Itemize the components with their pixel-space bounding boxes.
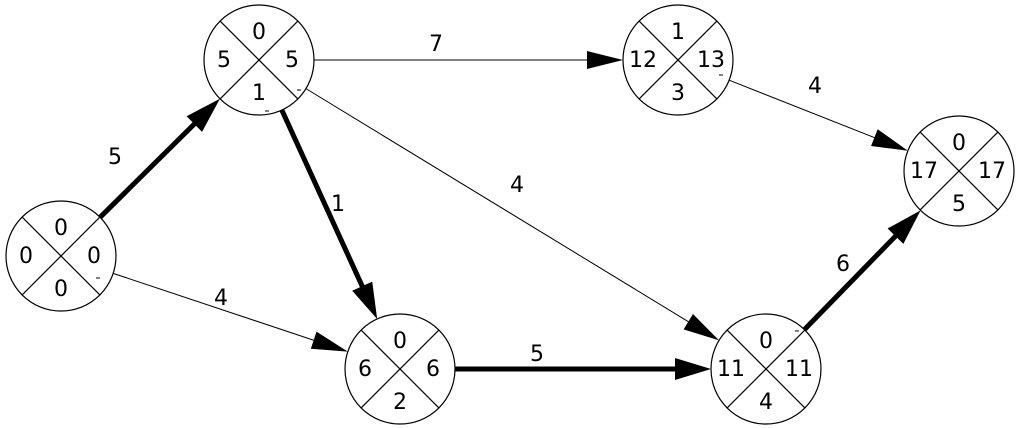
- arrowhead-icon: [310, 331, 348, 352]
- node-divider: [21, 216, 101, 296]
- activity-e1-2: 5: [98, 98, 220, 220]
- activity-duration-label: 4: [214, 286, 228, 311]
- node-value-right: 13: [697, 48, 725, 73]
- critical-arrow-line: [802, 232, 899, 332]
- node-value-top: 0: [393, 329, 407, 354]
- arrow-line: [113, 272, 316, 342]
- activity-e1-4: 4: [113, 272, 348, 352]
- node-value-bottom: 4: [759, 390, 773, 415]
- activity-e2-3: 7: [314, 32, 623, 69]
- arrowhead-icon: [871, 129, 908, 151]
- node-value-left: 0: [19, 244, 33, 269]
- node-value-top: 0: [252, 20, 266, 45]
- node-value-right: 0: [87, 244, 101, 269]
- activity-e2-4: 1: [279, 108, 378, 319]
- event-node-n4: 06 62: [344, 313, 456, 425]
- node-divider: [638, 20, 718, 100]
- node-value-left: 12: [629, 48, 657, 73]
- activity-duration-label: 7: [429, 32, 443, 57]
- node-value-left: 11: [717, 357, 745, 382]
- node-divider: [919, 131, 999, 211]
- activity-duration-label: 1: [331, 192, 345, 217]
- node-value-right: 11: [785, 357, 813, 382]
- arrowhead-icon: [675, 358, 711, 380]
- node-value-bottom: 0: [54, 277, 68, 302]
- critical-arrow-line: [279, 108, 366, 290]
- node-divider: [726, 329, 806, 409]
- activity-duration-label: 5: [108, 145, 122, 170]
- node-divider: [360, 329, 440, 409]
- arrowhead-icon: [352, 281, 378, 319]
- node-value-right: 6: [426, 357, 440, 382]
- arrowhead-icon: [587, 51, 623, 69]
- critical-arrow-line: [98, 120, 198, 220]
- node-value-right: 17: [978, 159, 1006, 184]
- event-node-n3: 1 12 13 3: [622, 4, 734, 116]
- activity-duration-label: 6: [836, 252, 850, 277]
- node-value-bottom: 1: [252, 81, 266, 106]
- node-value-top: 1: [671, 20, 685, 45]
- node-value-top: 0: [952, 131, 966, 156]
- edges-layer: 5 4 7 1 4 5 4 6: [98, 32, 921, 380]
- node-value-top: 0: [54, 216, 68, 241]
- activity-e5-6: 6: [802, 210, 921, 332]
- node-value-left: 5: [217, 48, 231, 73]
- activity-duration-label: 5: [530, 342, 544, 367]
- activity-e4-5: 5: [455, 342, 711, 380]
- node-value-right: 5: [285, 48, 299, 73]
- node-value-left: 6: [358, 357, 372, 382]
- arrow-line: [305, 88, 691, 324]
- event-node-n5: 0 11 11 4: [710, 313, 822, 425]
- event-node-n6: 0 17 17 5: [903, 115, 1015, 227]
- activity-duration-label: 4: [808, 74, 822, 99]
- arrowhead-icon: [887, 210, 921, 244]
- activity-e3-6: 4: [728, 74, 908, 151]
- node-value-bottom: 2: [393, 390, 407, 415]
- node-divider: [219, 20, 299, 100]
- node-value-bottom: 3: [671, 81, 685, 106]
- node-value-left: 17: [910, 159, 938, 184]
- activity-e2-5: 4: [305, 88, 720, 341]
- event-node-n2: 05 51: [203, 4, 315, 116]
- arrowhead-icon: [683, 313, 720, 341]
- arrow-line: [728, 79, 877, 139]
- node-value-bottom: 5: [952, 192, 966, 217]
- node-value-top: 0: [759, 329, 773, 354]
- activity-duration-label: 4: [510, 173, 524, 198]
- arrowhead-icon: [186, 98, 220, 132]
